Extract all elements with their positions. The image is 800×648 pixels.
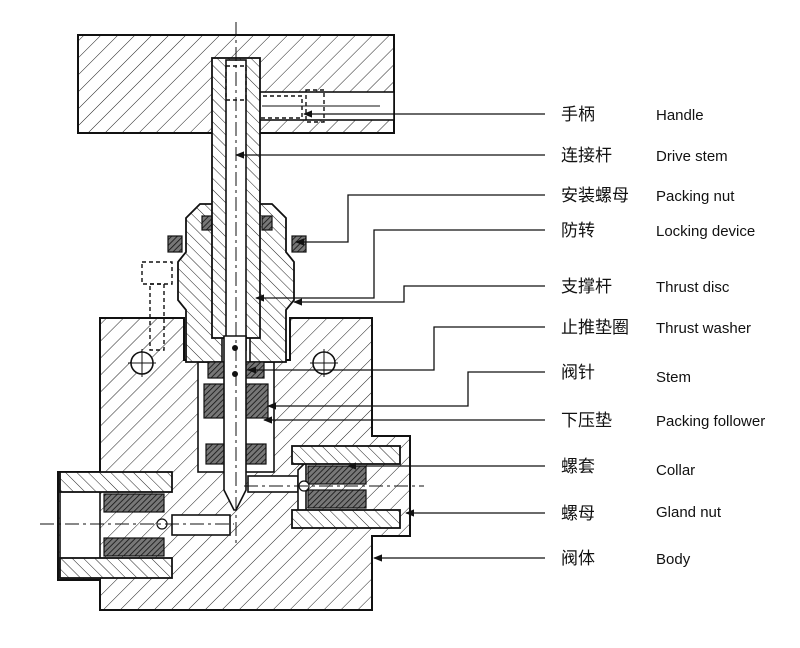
label-body: 阀体 Body (561, 549, 691, 569)
svg-text:螺套: 螺套 (561, 457, 595, 477)
label-thrust-washer: 止推垫圈 Thrust washer (561, 318, 751, 338)
svg-text:Gland nut: Gland nut (656, 504, 722, 521)
svg-text:Stem: Stem (656, 369, 691, 386)
svg-text:安装螺母: 安装螺母 (561, 186, 629, 206)
svg-text:Packing nut: Packing nut (656, 188, 735, 205)
side-screw (141, 261, 173, 351)
svg-text:Thrust washer: Thrust washer (656, 320, 751, 337)
label-packing-nut: 安装螺母 Packing nut (561, 186, 735, 206)
svg-text:Collar: Collar (656, 462, 695, 479)
left-port (59, 471, 231, 579)
svg-text:Body: Body (656, 551, 691, 568)
label-collar: 螺套 Collar (561, 457, 695, 479)
label-gland-nut: 螺母 Gland nut (561, 504, 722, 524)
label-thrust-disc: 支撑杆 Thrust disc (561, 277, 730, 297)
label-packing-follower: 下压垫 Packing follower (561, 411, 765, 431)
svg-text:支撑杆: 支撑杆 (561, 277, 612, 297)
svg-text:连接杆: 连接杆 (561, 146, 612, 166)
leader-lines (235, 110, 545, 562)
svg-text:阀针: 阀针 (561, 363, 595, 383)
right-port (247, 445, 401, 529)
svg-text:手柄: 手柄 (561, 105, 595, 125)
label-locking-device: 防转 Locking device (561, 221, 755, 241)
label-stem: 阀针 Stem (561, 363, 691, 386)
svg-text:阀体: 阀体 (561, 549, 595, 569)
label-handle: 手柄 Handle (561, 105, 704, 125)
svg-text:止推垫圈: 止推垫圈 (561, 318, 629, 338)
svg-text:Packing follower: Packing follower (656, 413, 765, 430)
label-drive-stem: 连接杆 Drive stem (561, 146, 728, 166)
svg-text:下压垫: 下压垫 (561, 411, 612, 431)
stem-needle (223, 335, 247, 511)
svg-text:Locking device: Locking device (656, 223, 755, 240)
svg-text:Handle: Handle (656, 107, 704, 124)
svg-text:Thrust disc: Thrust disc (656, 279, 730, 296)
svg-text:防转: 防转 (561, 221, 595, 241)
svg-text:Drive stem: Drive stem (656, 148, 728, 165)
svg-text:螺母: 螺母 (561, 504, 595, 524)
